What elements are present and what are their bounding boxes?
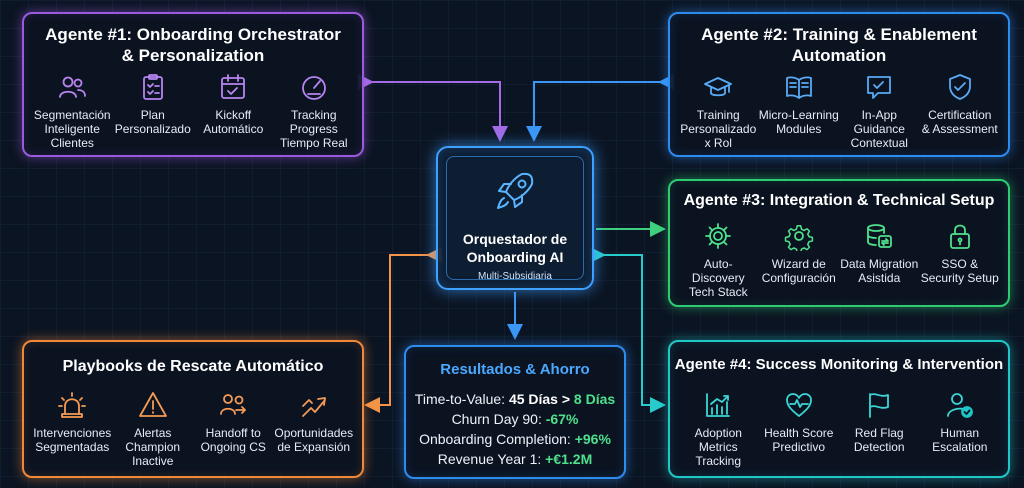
agent2-item-inapp: In-App Guidance Contextual	[839, 72, 920, 150]
result-time-to-value: Time-to-Value: 45 Días > 8 Días	[414, 391, 616, 407]
hub-title-line2: Onboarding AI	[466, 249, 564, 265]
agent4-item-adoption: Adoption Metrics Tracking	[678, 390, 759, 468]
heart-pulse-icon	[785, 393, 812, 417]
database-transfer-icon	[867, 224, 893, 248]
shield-check-icon	[948, 74, 971, 100]
arrow-agent2-hub	[526, 74, 674, 142]
lock-icon	[949, 224, 970, 249]
graduation-cap-icon	[704, 77, 733, 97]
agent1-title: Agente #1: Onboarding Orchestrator & Per…	[45, 25, 341, 65]
rocket-icon	[497, 172, 534, 209]
warning-icon	[138, 392, 167, 417]
agent3-item-datamigration: Data Migration Asistida	[839, 221, 920, 299]
agent4-title: Agente #4: Success Monitoring & Interven…	[674, 356, 1004, 373]
agent1-item-plan: Plan Personalizado	[113, 72, 194, 150]
playbooks-item-expansion: Oportunidades de Expansión	[274, 390, 355, 468]
user-handoff-icon	[220, 394, 247, 415]
agent3-title: Agente #3: Integration & Technical Setup	[683, 192, 995, 209]
playbooks-item-interventions: Intervenciones Segmentadas	[32, 390, 113, 468]
arrow-agent1-hub	[358, 74, 508, 142]
agent3-item-sso: SSO & Security Setup	[920, 221, 1001, 299]
user-check-icon	[946, 393, 973, 418]
agent4-card: Agente #4: Success Monitoring & Interven…	[668, 340, 1010, 478]
siren-icon	[58, 392, 87, 418]
agent3-item-wizard: Wizard de Configuración	[759, 221, 840, 299]
results-title: Resultados & Ahorro	[440, 361, 590, 378]
book-icon	[785, 76, 812, 99]
playbooks-item-handoff: Handoff to Ongoing CS	[193, 390, 274, 468]
results-card: Resultados & Ahorro Time-to-Value: 45 Dí…	[404, 345, 626, 479]
calendar-check-icon	[221, 74, 246, 99]
agent3-card: Agente #3: Integration & Technical Setup…	[668, 179, 1010, 307]
bar-chart-trend-icon	[706, 393, 731, 417]
agent4-item-escalation: Human Escalation	[920, 390, 1001, 468]
agent1-item-kickoff: Kickoff Automático	[193, 72, 274, 150]
agent1-item-segmentation: Segmentación Inteligente Clientes	[32, 72, 113, 150]
onboarding-orchestrator-hub: Orquestador de Onboarding AI Multi-Subsi…	[436, 146, 594, 290]
growth-arrow-icon	[301, 397, 326, 417]
agent4-item-redflag: Red Flag Detection	[839, 390, 920, 468]
agent4-item-healthscore: Health Score Predictivo	[759, 390, 840, 468]
result-churn: Churn Day 90: -67%	[451, 411, 579, 427]
flag-icon	[869, 393, 890, 418]
playbooks-title: Playbooks de Rescate Automático	[62, 358, 324, 375]
agent2-card: Agente #2: Training & Enablement Automat…	[668, 12, 1010, 157]
hub-subtitle: Multi-Subsidiaria	[478, 271, 552, 282]
users-icon	[59, 76, 87, 98]
hub-title-line1: Orquestador de	[462, 231, 568, 247]
agent2-item-training: Training Personalizado x Rol	[678, 72, 759, 150]
clipboard-checklist-icon	[142, 74, 163, 100]
playbooks-item-alerts: Alertas Champion Inactive	[113, 390, 194, 468]
agent3-item-autodiscovery: Auto-Discovery Tech Stack	[678, 221, 759, 299]
arrow-hub-playbooks	[364, 247, 442, 413]
agent1-card: Agente #1: Onboarding Orchestrator & Per…	[22, 12, 364, 157]
playbooks-card: Playbooks de Rescate Automático Interven…	[22, 340, 364, 478]
result-completion: Onboarding Completion: +96%	[419, 431, 611, 447]
arrow-hub-agent4	[590, 247, 666, 413]
settings-icon	[784, 224, 813, 251]
gauge-icon	[301, 76, 326, 100]
gear-icon	[705, 223, 732, 249]
agent1-item-tracking: Tracking Progress Tiempo Real	[274, 72, 355, 150]
chat-check-icon	[867, 76, 892, 99]
result-revenue: Revenue Year 1: +€1.2M	[437, 451, 593, 467]
agent2-title: Agente #2: Training & Enablement Automat…	[701, 25, 977, 65]
agent2-item-microlearning: Micro-Learning Modules	[759, 72, 840, 150]
agent2-item-certification: Certification & Assessment	[920, 72, 1001, 150]
